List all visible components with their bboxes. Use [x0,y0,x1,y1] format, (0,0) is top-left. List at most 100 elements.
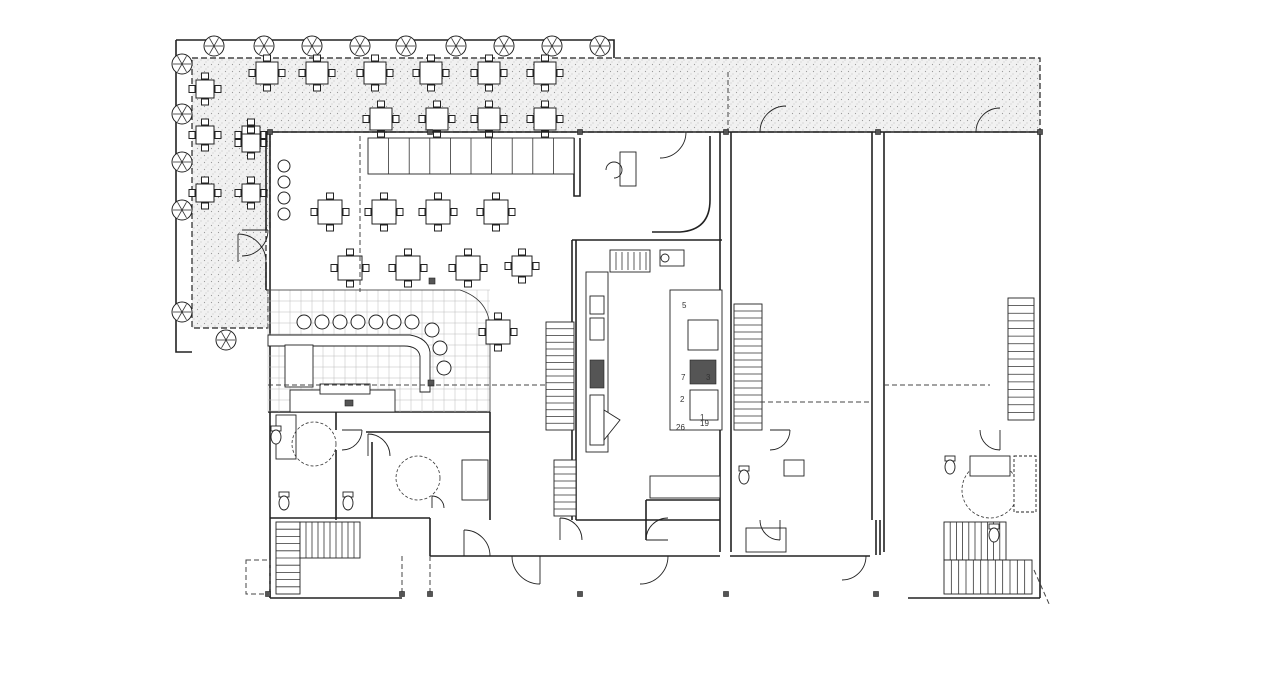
door [659,131,687,159]
tree-icon [349,35,371,57]
toilet-icon [944,455,956,475]
toilet-icon [270,425,282,445]
equipment-label: 19 [700,419,709,428]
tree-icon [301,35,323,57]
tree-icon [541,35,563,57]
bar-stool [332,314,348,330]
column [1037,129,1043,135]
patio-fence [175,39,615,353]
tree-icon [171,151,193,173]
patio-table [234,126,268,160]
bar-stool [386,314,402,330]
tree-icon [493,35,515,57]
tree-icon [171,103,193,125]
stair [545,321,575,431]
equipment-labels: 5 7 3 26 2 1 19 [676,301,711,432]
bar-stool [368,314,384,330]
doors [237,105,1001,585]
toilet-icon [278,491,290,511]
stair [733,303,763,431]
columns [265,129,1043,597]
column [723,129,729,135]
kitchen-equipment [585,249,723,499]
dining-table [364,192,404,232]
toilet-icon [738,465,750,485]
dining-table [418,192,458,232]
patio-table [234,176,268,210]
dining-table [330,248,370,288]
tree-icon [171,199,193,221]
bar-stool [277,175,291,189]
toilet-icon [342,491,354,511]
bar-stool [296,314,312,330]
door [769,429,791,451]
equipment-label: 3 [706,373,711,382]
column [427,129,433,135]
tree-icon [171,301,193,323]
equipment-label: 26 [676,423,685,432]
patio-table [188,118,222,152]
patio-table [248,54,286,92]
column [265,591,271,597]
column [873,591,879,597]
patio-table [526,54,564,92]
bar-stool [436,360,452,376]
tree-icon [395,35,417,57]
bar-stool [277,191,291,205]
dining-tables [310,192,540,352]
bar-stool [432,340,448,356]
dining-table [476,192,516,232]
column [875,129,881,135]
column [577,129,583,135]
host-stand [605,151,637,187]
door [463,529,491,557]
reference-lines [245,72,1051,607]
door [237,233,267,263]
stair [299,521,361,559]
dining-table [388,248,428,288]
restroom-fixtures [270,421,1037,553]
door [759,105,787,133]
bar-stool [424,322,440,338]
tree-icon [445,35,467,57]
patio-table [470,100,508,138]
door [511,555,541,585]
patio-table [188,72,222,106]
patio-table [298,54,336,92]
bar-stool [277,207,291,221]
stair [1007,297,1035,421]
toilet-icon [988,523,1000,543]
bar-stools [277,159,452,376]
equipment-label: 7 [681,373,686,382]
column [427,591,433,597]
equipment-label: 1 [700,413,705,422]
bar-stool [314,314,330,330]
door [367,433,391,457]
patio-tables [188,54,564,210]
stair [943,559,1033,595]
dining-table [448,248,488,288]
bar-stool [404,314,420,330]
tree-icon [203,35,225,57]
tree-icon [171,53,193,75]
bar-stool [350,314,366,330]
patio-table [418,100,456,138]
door [979,429,1001,451]
patio-table [526,100,564,138]
patio-table [362,100,400,138]
door [975,107,1001,133]
column [723,591,729,597]
patio-trees [171,35,611,351]
door [341,429,363,451]
stair [275,521,301,595]
tree-icon [253,35,275,57]
tree-icon [589,35,611,57]
patio-table [470,54,508,92]
tree-icon [215,329,237,351]
dining-table [310,192,350,232]
dining-table [478,312,518,352]
column [399,591,405,597]
booth-seating [367,137,575,175]
column [577,591,583,597]
